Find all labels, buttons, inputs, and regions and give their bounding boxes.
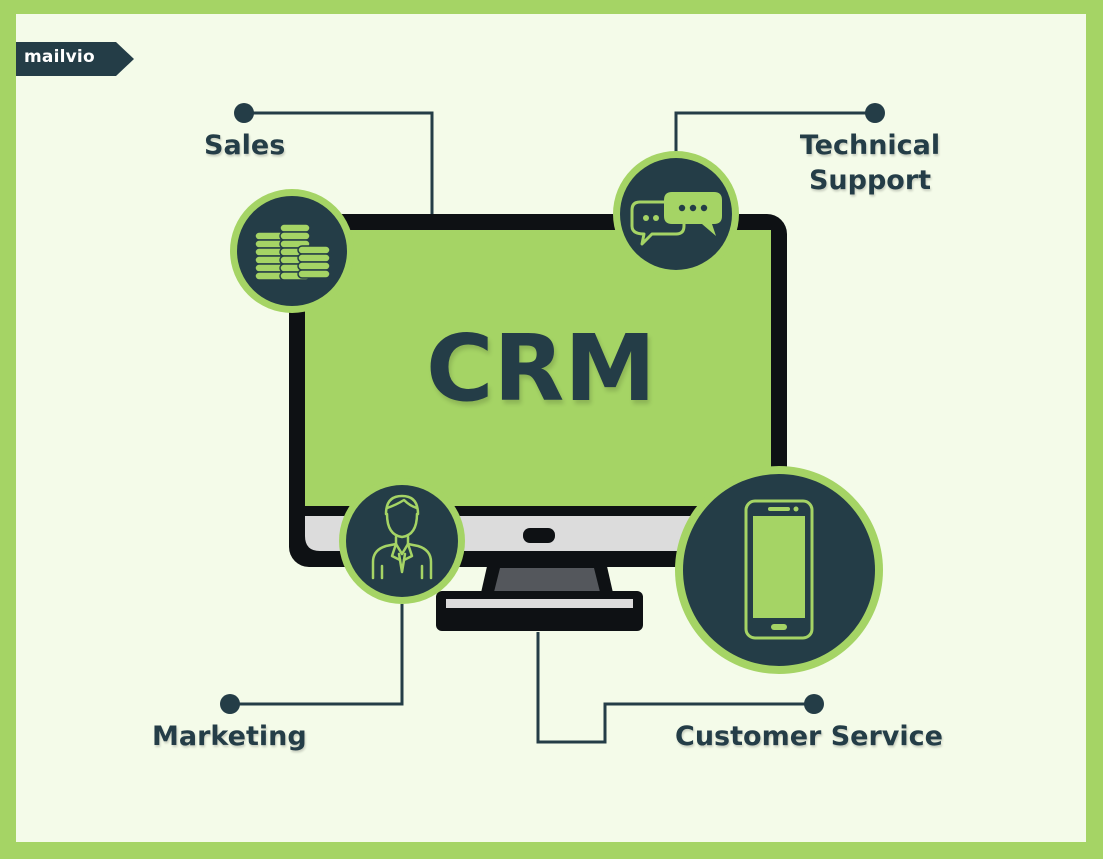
technical-support-connector-dot bbox=[865, 103, 885, 123]
marketing-connector bbox=[230, 604, 404, 706]
sales-connector-dot bbox=[234, 103, 254, 123]
crm-title: CRM bbox=[426, 315, 656, 422]
brand-logo[interactable]: mailvio bbox=[16, 42, 134, 76]
marketing-connector-dot bbox=[220, 694, 240, 714]
customer-service-connector-dot bbox=[804, 694, 824, 714]
label-marketing: Marketing bbox=[152, 721, 307, 752]
customer-service-connector bbox=[536, 632, 814, 744]
infographic-canvas: mailvio CRM Sales Technical Support Mark… bbox=[16, 14, 1086, 842]
brand-ribbon bbox=[16, 42, 134, 76]
technical-support-connector bbox=[674, 111, 875, 154]
label-sales: Sales bbox=[204, 130, 286, 161]
label-customer-service: Customer Service bbox=[675, 721, 943, 752]
sales-connector bbox=[244, 111, 434, 216]
smartphone-icon bbox=[675, 466, 883, 674]
brand-name: mailvio bbox=[24, 47, 95, 67]
chat-bubbles-icon bbox=[613, 151, 739, 277]
label-technical-support-line1: Technical bbox=[799, 130, 941, 161]
label-technical-support-line2: Support bbox=[808, 165, 932, 196]
monitor-stand bbox=[436, 562, 643, 631]
label-technical-support: Technical Support bbox=[796, 128, 944, 198]
businessman-icon bbox=[339, 478, 465, 604]
crm-diagram bbox=[220, 103, 885, 744]
coins-icon bbox=[230, 189, 354, 313]
connector-lines bbox=[230, 111, 875, 744]
